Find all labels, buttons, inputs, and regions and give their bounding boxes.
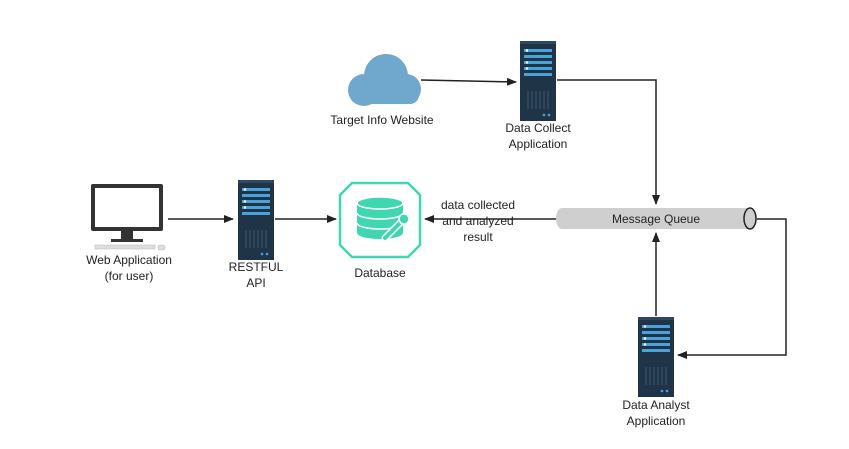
data-collect-label-line2: Application: [508, 137, 568, 151]
message-queue-label-text: Message Queue: [611, 212, 701, 226]
web-app-label-line2: (for user): [104, 269, 154, 283]
cloud-icon: [348, 54, 421, 106]
target-website-label: Target Info Website: [322, 112, 442, 128]
data-collect-server-icon: [519, 40, 557, 122]
restful-api-label-line2: API: [246, 276, 266, 290]
edge-label-line3: result: [463, 230, 493, 244]
edge-label-line1: data collected: [440, 198, 516, 212]
arrow-cloud-to-data-collect: [420, 77, 517, 86]
data-analyst-label: Data Analyst Application: [606, 397, 706, 429]
edge-label-data-collected: data collected and analyzed result: [428, 197, 528, 245]
restful-api-label-line1: RESTFUL: [228, 260, 284, 274]
data-collect-label-line1: Data Collect: [505, 121, 571, 135]
database-icon: [338, 181, 422, 259]
database-label-text: Database: [354, 266, 406, 280]
desktop-computer-icon: [91, 184, 166, 251]
queue-pipe-icon: [556, 207, 757, 230]
web-app-label: Web Application (for user): [69, 252, 189, 284]
database-label: Database: [340, 265, 420, 281]
data-collect-label: Data Collect Application: [488, 120, 588, 152]
edge-label-line2: and analyzed: [442, 214, 514, 228]
web-app-label-line1: Web Application: [86, 253, 172, 267]
target-website-label-text: Target Info Website: [330, 113, 434, 127]
restful-api-label: RESTFUL API: [216, 259, 296, 291]
arrow-data-collect-to-queue: [557, 79, 660, 205]
data-analyst-label-line2: Application: [626, 414, 686, 428]
message-queue-label: Message Queue: [586, 211, 726, 227]
restful-api-server-icon: [237, 179, 275, 261]
arrow-queue-to-data-analyst: [677, 218, 787, 359]
data-analyst-label-line1: Data Analyst: [622, 398, 690, 412]
data-analyst-server-icon: [637, 316, 675, 398]
